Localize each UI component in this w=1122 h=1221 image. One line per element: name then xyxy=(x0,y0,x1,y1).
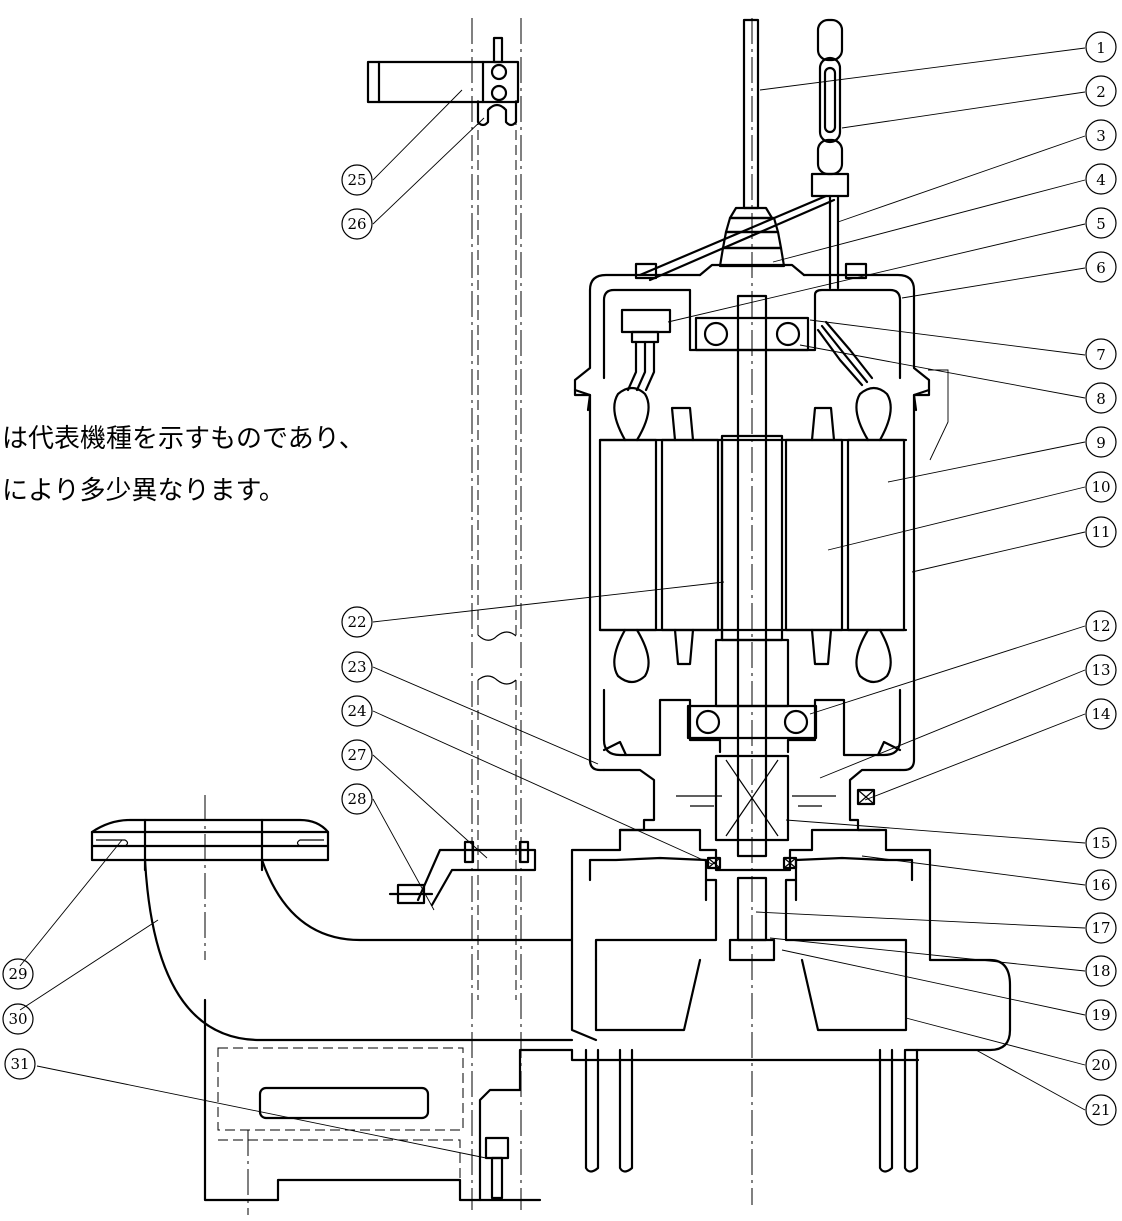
callout-24: 24 xyxy=(341,695,373,727)
flange-slots xyxy=(96,839,324,847)
motor-frame xyxy=(573,263,931,772)
callout-number: 9 xyxy=(1096,434,1106,452)
callout-number: 19 xyxy=(1091,1006,1110,1024)
callout-23: 23 xyxy=(341,651,373,683)
callout-number: 25 xyxy=(347,171,366,189)
callout-18: 18 xyxy=(1085,955,1117,987)
callout-number: 5 xyxy=(1096,215,1106,233)
callout-9: 9 xyxy=(1085,426,1117,458)
callout-number: 12 xyxy=(1091,617,1110,635)
callout-number: 27 xyxy=(347,746,366,764)
callout-1: 1 xyxy=(1085,31,1117,63)
callout-number: 1 xyxy=(1096,39,1106,57)
callout-number: 10 xyxy=(1091,478,1110,496)
callout-8: 8 xyxy=(1085,382,1117,414)
callout-2: 2 xyxy=(1085,75,1117,107)
callout-14: 14 xyxy=(1085,698,1117,730)
callout-number: 13 xyxy=(1091,661,1110,679)
leader-lines xyxy=(19,47,1086,1159)
callout-number: 22 xyxy=(347,613,366,631)
callout-3: 3 xyxy=(1085,119,1117,151)
callout-7: 7 xyxy=(1085,338,1117,370)
callout-number: 23 xyxy=(347,658,366,676)
callout-6: 6 xyxy=(1085,251,1117,283)
callout-12: 12 xyxy=(1085,610,1117,642)
callout-number: 24 xyxy=(347,702,366,720)
pump-stand xyxy=(203,998,920,1202)
callout-11: 11 xyxy=(1085,516,1117,548)
callout-number: 8 xyxy=(1096,390,1106,408)
upper-bearing xyxy=(694,316,810,352)
anchor-bolt xyxy=(484,1136,510,1200)
volute-casing xyxy=(570,878,1012,1052)
callout-number: 28 xyxy=(347,790,366,808)
callout-5: 5 xyxy=(1085,207,1117,239)
callout-number: 14 xyxy=(1091,705,1110,723)
callout-17: 17 xyxy=(1085,912,1117,944)
terminal-block xyxy=(620,262,874,392)
callout-28: 28 xyxy=(341,783,373,815)
callout-15: 15 xyxy=(1085,827,1117,859)
guide-pipe-upper-bracket xyxy=(366,36,520,127)
callout-number: 18 xyxy=(1091,962,1110,980)
callout-number: 7 xyxy=(1096,346,1106,364)
note-line-2: により多少異なります。 xyxy=(2,476,285,506)
callout-number: 2 xyxy=(1096,83,1106,101)
callout-number: 21 xyxy=(1091,1101,1110,1119)
callout-19: 19 xyxy=(1085,999,1117,1031)
callout-22: 22 xyxy=(341,606,373,638)
callout-21: 21 xyxy=(1085,1094,1117,1126)
callout-31: 31 xyxy=(4,1048,36,1080)
callout-27: 27 xyxy=(341,739,373,771)
callout-number: 15 xyxy=(1091,834,1110,852)
guide-pipe xyxy=(477,100,517,1000)
callout-20: 20 xyxy=(1085,1049,1117,1081)
callout-number: 26 xyxy=(347,215,366,233)
callout-16: 16 xyxy=(1085,869,1117,901)
callout-number: 6 xyxy=(1096,259,1106,277)
callout-29: 29 xyxy=(2,958,34,990)
note-line-1: は代表機種を示すものであり、 xyxy=(2,424,365,454)
callout-number: 29 xyxy=(8,965,27,983)
casing-cover xyxy=(570,828,932,882)
callout-number: 3 xyxy=(1096,127,1106,145)
callout-30: 30 xyxy=(2,1003,34,1035)
lifting-chain xyxy=(638,18,850,290)
callout-number: 11 xyxy=(1091,523,1110,541)
lower-bearing xyxy=(686,704,818,740)
callout-number: 31 xyxy=(10,1055,29,1073)
callout-number: 4 xyxy=(1096,171,1106,189)
callout-13: 13 xyxy=(1085,654,1117,686)
callout-number: 16 xyxy=(1091,876,1110,894)
discharge-elbow xyxy=(90,818,574,1042)
callout-number: 17 xyxy=(1091,919,1110,937)
impeller xyxy=(594,876,908,1032)
callout-10: 10 xyxy=(1085,471,1117,503)
guide-bracket xyxy=(388,840,537,907)
callout-number: 20 xyxy=(1091,1056,1110,1074)
oil-chamber xyxy=(602,754,902,842)
callout-25: 25 xyxy=(341,164,373,196)
callout-4: 4 xyxy=(1085,163,1117,195)
callout-26: 26 xyxy=(341,208,373,240)
callout-number: 30 xyxy=(8,1010,27,1028)
